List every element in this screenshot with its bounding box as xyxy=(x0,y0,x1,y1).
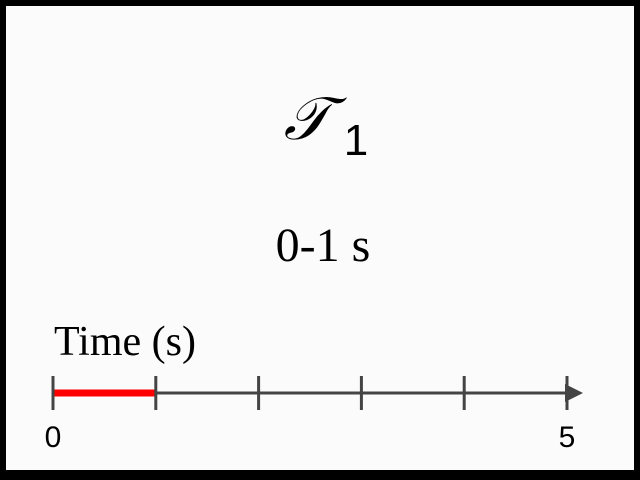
timeline-tick-label: 0 xyxy=(45,421,62,454)
title-symbol: 𝒯 xyxy=(283,84,332,154)
timeline-ticks xyxy=(51,376,569,410)
timeline-axis-title: Time (s) xyxy=(54,319,196,365)
timeline-tick-label: 5 xyxy=(559,421,576,454)
title-subscript: 1 xyxy=(343,116,369,165)
timeline-arrow-head xyxy=(565,384,583,402)
time-range-label: 0-1 s xyxy=(275,219,371,272)
